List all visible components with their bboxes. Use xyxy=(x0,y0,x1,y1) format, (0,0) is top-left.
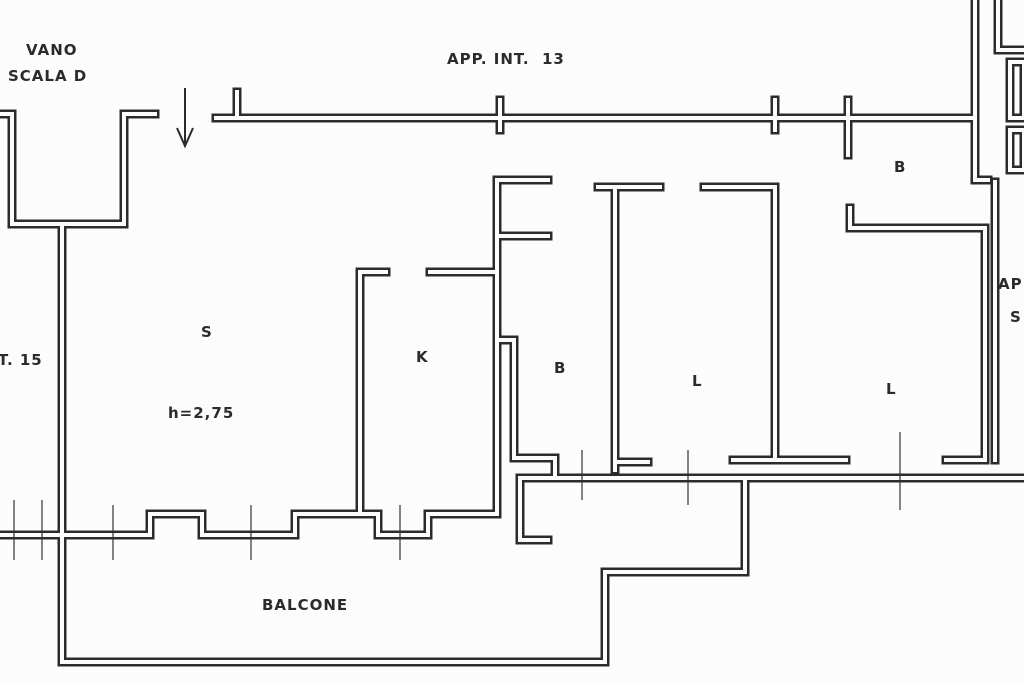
label-app-13: APP. INT. 13 xyxy=(447,50,565,68)
label-s-right: S xyxy=(1010,308,1022,326)
dimension-ticks xyxy=(13,432,901,560)
wall-segment xyxy=(0,509,502,540)
wall-segment xyxy=(0,112,157,226)
label-letto-1: L xyxy=(692,372,703,390)
label-int-15: T. 15 xyxy=(0,351,43,369)
walls xyxy=(0,0,1024,667)
wall-segment xyxy=(518,476,550,542)
wall-segment xyxy=(1005,125,1024,175)
wall-segment xyxy=(973,116,990,182)
wall-segment xyxy=(699,182,780,465)
wall-segment xyxy=(495,178,550,516)
wall-segment xyxy=(492,175,553,519)
entry-arrow-icon xyxy=(176,88,194,149)
wall-segment xyxy=(214,0,977,120)
label-bagno-1: B xyxy=(554,359,566,377)
wall-segment xyxy=(60,476,747,664)
wall-segment xyxy=(848,206,987,462)
wall-segment xyxy=(358,270,388,512)
wall-segment xyxy=(0,512,499,537)
label-scala: SCALA D xyxy=(8,67,87,85)
label-balcone: BALCONE xyxy=(262,596,348,614)
wall-segment xyxy=(492,335,560,480)
wall-segment xyxy=(211,0,980,123)
wall-segment xyxy=(1008,128,1024,172)
label-height: h=2,75 xyxy=(168,404,234,422)
label-letto-2: L xyxy=(886,380,897,398)
wall-segment xyxy=(993,0,1024,55)
wall-segment xyxy=(515,473,553,545)
wall-segment xyxy=(845,203,990,465)
wall-segment xyxy=(0,109,160,229)
wall-segment xyxy=(702,185,777,462)
wall-segment xyxy=(1008,60,1024,120)
wall-segment xyxy=(996,0,1024,52)
label-bagno-2: B xyxy=(894,158,906,176)
wall-segment xyxy=(495,338,557,477)
wall-segment xyxy=(355,267,391,515)
wall-segment xyxy=(1005,57,1024,123)
label-cucina: K xyxy=(416,348,429,366)
label-vano: VANO xyxy=(26,41,78,59)
label-soggiorno: S xyxy=(201,323,213,341)
label-app-right: AP xyxy=(998,275,1023,293)
